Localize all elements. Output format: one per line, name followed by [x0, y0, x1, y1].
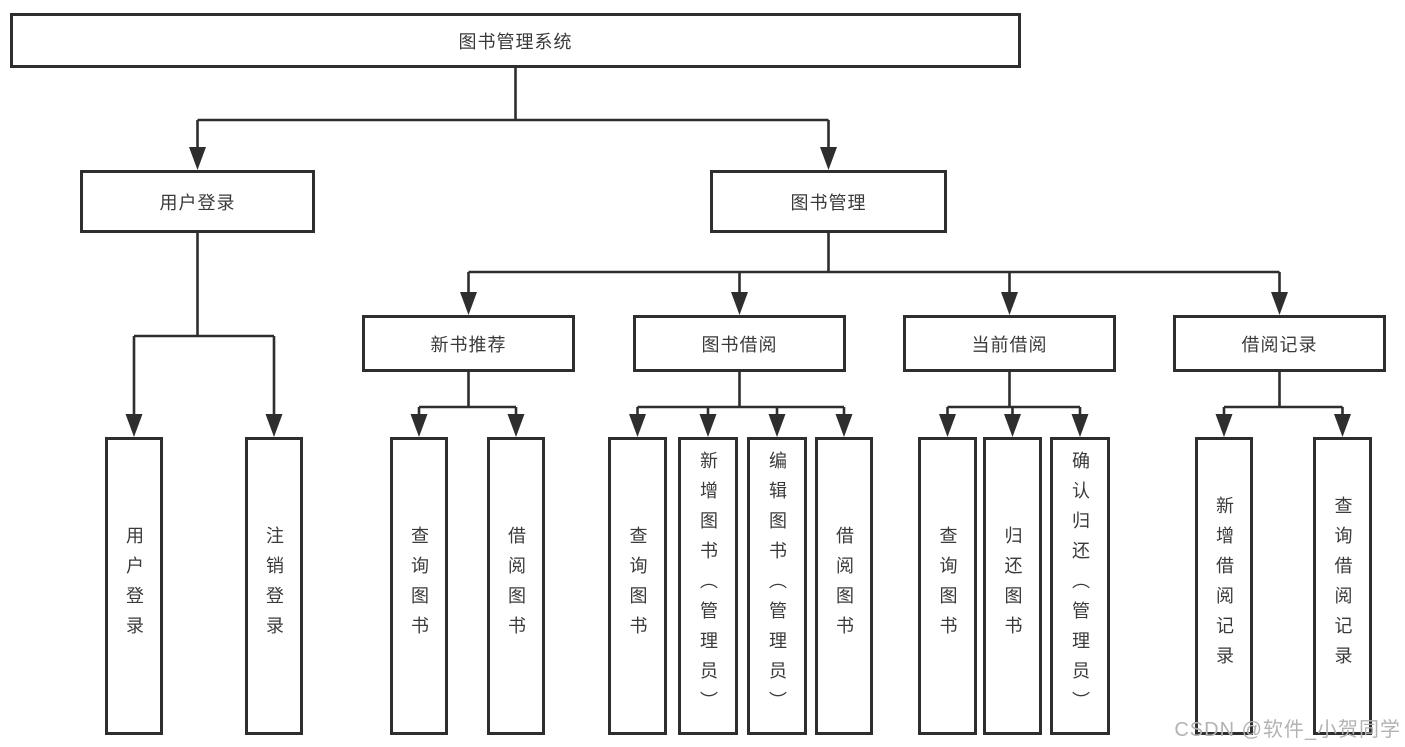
arrowhead-icon [629, 414, 646, 437]
leaf-query-books-current-label: 查询图书 [937, 526, 958, 646]
leaf-edit-books-admin-label: 编辑图书（管理员） [767, 451, 787, 721]
node-book-management-label: 图书管理 [790, 192, 867, 213]
watermark: CSDN @软件_小贺同学 [1174, 719, 1401, 741]
leaf-query-borrow-record: 查询借阅记录 [1313, 437, 1372, 735]
node-book-borrowing: 图书借阅 [633, 315, 846, 372]
leaf-user-login: 用户登录 [105, 437, 163, 735]
leaf-query-books-current: 查询图书 [918, 437, 977, 735]
leaf-borrow-books-recommend-label: 借阅图书 [506, 526, 526, 646]
arrowhead-icon [460, 292, 477, 315]
leaf-user-login-label: 用户登录 [124, 526, 144, 646]
node-borrowing-records: 借阅记录 [1173, 315, 1386, 372]
leaf-edit-books-admin: 编辑图书（管理员） [747, 437, 807, 735]
leaf-query-borrow-record-label: 查询借阅记录 [1332, 496, 1353, 676]
connector-path [132, 68, 1344, 418]
arrowhead-icon [699, 414, 717, 437]
node-new-book-recommendation: 新书推荐 [362, 315, 575, 372]
node-current-borrowing-label: 当前借阅 [971, 334, 1048, 355]
leaf-return-books: 归还图书 [983, 437, 1042, 735]
node-library-management-system: 图书管理系统 [10, 13, 1021, 68]
node-borrowing-records-label: 借阅记录 [1241, 334, 1318, 355]
arrowhead-icon [1001, 292, 1018, 315]
node-current-borrowing: 当前借阅 [903, 315, 1116, 372]
arrowhead-icon [820, 147, 837, 170]
arrowhead-icon [189, 147, 206, 170]
arrowhead-icon [125, 414, 143, 437]
leaf-query-books-recommend-label: 查询图书 [409, 526, 429, 646]
leaf-logout-label: 注销登录 [264, 526, 284, 646]
leaf-borrow-books-recommend: 借阅图书 [487, 437, 545, 735]
leaf-logout: 注销登录 [245, 437, 303, 735]
leaf-query-books-borrow-label: 查询图书 [627, 526, 648, 646]
arrowhead-icon [1271, 292, 1288, 315]
arrowhead-icon [507, 414, 525, 437]
node-book-borrowing-label: 图书借阅 [701, 334, 778, 355]
arrowhead-icon [1334, 414, 1351, 437]
leaf-add-borrow-record-label: 新增借阅记录 [1214, 496, 1234, 676]
arrowhead-icon [731, 292, 748, 315]
leaf-return-books-label: 归还图书 [1002, 526, 1023, 646]
leaf-query-books-borrow: 查询图书 [608, 437, 667, 735]
leaf-add-books-admin-label: 新增图书（管理员） [698, 451, 718, 721]
arrowhead-icon [1004, 414, 1021, 437]
arrowhead-icon [1215, 414, 1233, 437]
leaf-confirm-return-admin: 确认归还（管理员） [1050, 437, 1110, 735]
arrowhead-icon [939, 414, 956, 437]
leaf-confirm-return-admin-label: 确认归还（管理员） [1070, 451, 1090, 721]
node-user-login-label: 用户登录 [159, 192, 236, 213]
leaf-borrow-books: 借阅图书 [815, 437, 873, 735]
node-new-book-recommendation-label: 新书推荐 [430, 334, 507, 355]
leaf-query-books-recommend: 查询图书 [390, 437, 448, 735]
arrowhead-icon [410, 414, 428, 437]
leaf-add-books-admin: 新增图书（管理员） [678, 437, 738, 735]
leaf-borrow-books-label: 借阅图书 [834, 526, 854, 646]
arrowhead-icon [265, 414, 283, 437]
arrowhead-icon [835, 414, 853, 437]
node-book-management: 图书管理 [710, 170, 947, 233]
arrowhead-icon [1071, 414, 1089, 437]
node-user-login: 用户登录 [80, 170, 315, 233]
arrowhead-icon [768, 414, 786, 437]
leaf-add-borrow-record: 新增借阅记录 [1195, 437, 1253, 735]
node-library-management-system-label: 图书管理系统 [458, 31, 573, 52]
